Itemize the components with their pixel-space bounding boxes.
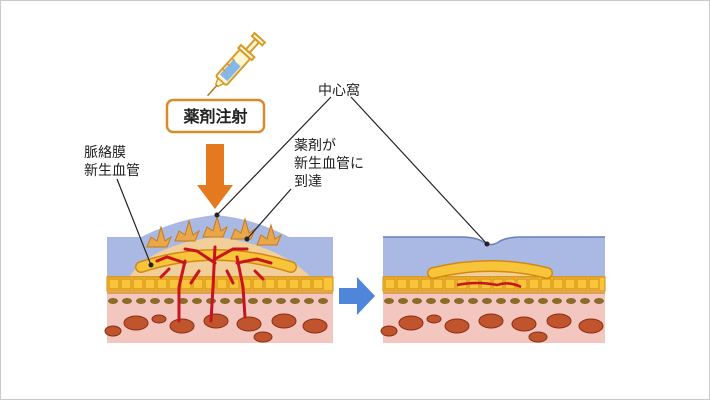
fovea-label: 中心窩	[318, 82, 360, 99]
right-arrow-icon	[339, 277, 375, 315]
retina-after	[380, 236, 606, 343]
syringe-icon	[207, 31, 267, 97]
drug-reach-label-line2: 新生血管に	[294, 156, 364, 172]
drug-injection-box	[165, 98, 266, 134]
cnv-label-line1: 脈絡膜	[84, 145, 126, 161]
cnv-label-line2: 新生血管	[84, 163, 140, 179]
down-arrow-icon	[197, 144, 233, 209]
drug-reach-label-line1: 薬剤が	[294, 138, 336, 154]
drug-injection-label: 薬剤注射	[182, 107, 247, 126]
cnv-vessels	[155, 245, 273, 323]
leader-lines	[116, 96, 488, 266]
drug-reach-label-line3: 到達	[294, 174, 322, 190]
regressed-vessel	[456, 281, 522, 289]
retina-before	[104, 215, 334, 343]
